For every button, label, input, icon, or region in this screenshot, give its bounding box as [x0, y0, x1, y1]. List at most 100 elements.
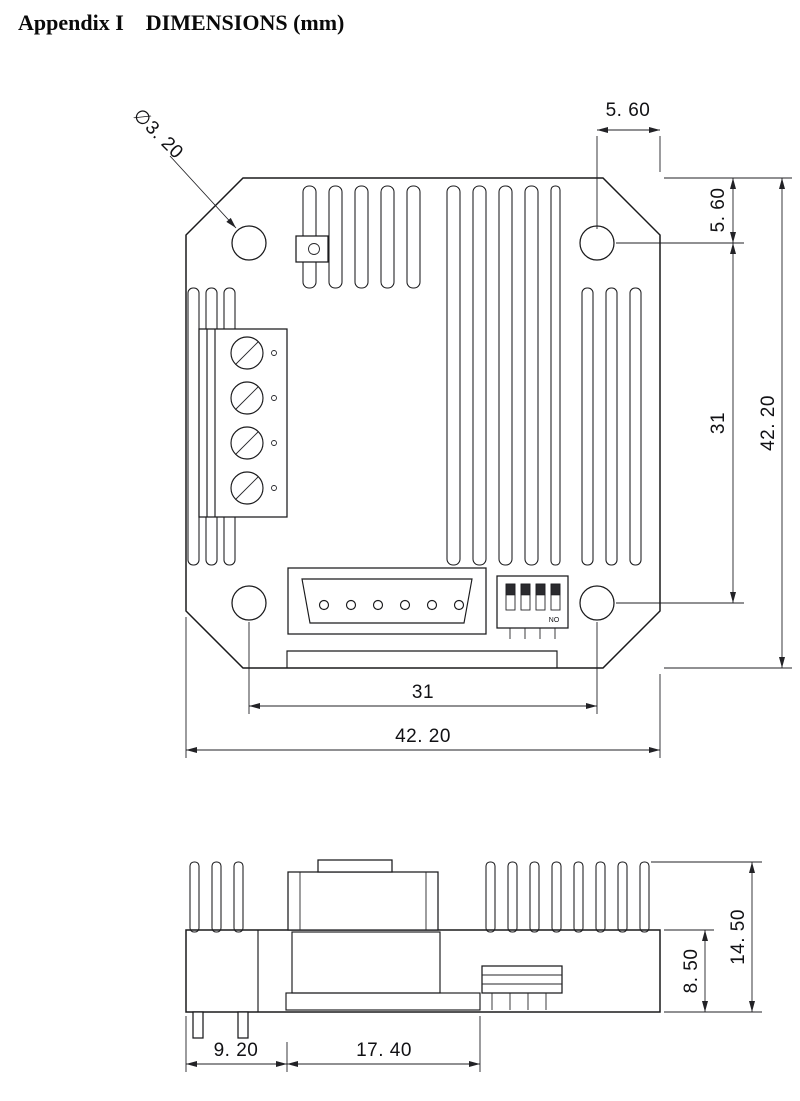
- dim-label-hole-diameter: ∅3. 20: [129, 105, 188, 164]
- heatsink-fin: [573, 861, 584, 933]
- dip-switch: ON: [496, 575, 569, 639]
- side-body: [185, 929, 661, 1013]
- side-heatsink-fins: [189, 861, 650, 933]
- heatsink-fin: [595, 861, 606, 933]
- dim-side-overall-height: 14. 50: [651, 861, 762, 1013]
- heatsink-fin: [328, 185, 343, 289]
- connector-pin: [318, 599, 330, 611]
- terminal-leg: [237, 1011, 249, 1039]
- heatsink-fin: [617, 861, 628, 933]
- connector-shroud: [301, 578, 473, 624]
- side-connector: [285, 859, 481, 1011]
- heatsink-fins-right: [581, 287, 642, 566]
- small-component: [295, 235, 329, 263]
- connector-pin: [426, 599, 438, 611]
- heatsink-fin: [581, 287, 594, 566]
- heatsink-fin: [189, 861, 200, 933]
- screw-slot: [235, 431, 259, 455]
- screw-terminal: [230, 381, 264, 415]
- dim-hole-spacing-horizontal: 31: [248, 622, 598, 714]
- dim-label-overall-height: 42. 20: [758, 395, 779, 451]
- page-title: Appendix I DIMENSIONS (mm): [18, 10, 345, 35]
- terminal-pin-hole: [271, 440, 277, 446]
- connector-pin: [372, 599, 384, 611]
- dim-label-hole-spacing-horizontal: 31: [412, 682, 434, 703]
- dim-label-side-hole-offset: 5. 60: [708, 188, 729, 233]
- dim-top-hole-offset: 5. 60: [596, 100, 661, 229]
- connector-housing-side: [287, 871, 439, 931]
- screw-slot: [235, 476, 259, 500]
- heatsink-fin: [406, 185, 421, 289]
- dip-switch-actuator: [550, 583, 561, 596]
- dim-label-overall-width: 42. 20: [395, 726, 451, 747]
- dim-right-stack: 5. 60 31 42. 20: [616, 177, 792, 669]
- dim-label-terminal-offset: 9. 20: [214, 1040, 259, 1061]
- terminal-leg: [192, 1011, 204, 1039]
- side-view: [185, 859, 661, 1039]
- heatsink-fin: [507, 861, 518, 933]
- heatsink-fin: [529, 861, 540, 933]
- connector-body-side: [291, 931, 441, 994]
- heatsink-fin: [524, 185, 539, 566]
- signal-connector: [287, 567, 487, 635]
- dim-label-connector-width: 17. 40: [356, 1040, 412, 1061]
- plate-outline: [185, 177, 661, 669]
- screw-slot: [235, 386, 259, 410]
- dip-switch-actuator: [520, 583, 531, 596]
- heatsink-fin: [233, 861, 244, 933]
- dim-label-side-overall-height: 14. 50: [728, 909, 749, 965]
- connector-pin: [453, 599, 465, 611]
- heatsink-fin: [446, 185, 461, 566]
- dip-switch-on-label: ON: [549, 615, 560, 622]
- connector-pin: [399, 599, 411, 611]
- connector-pin: [345, 599, 357, 611]
- side-terminal-block: [192, 930, 259, 1039]
- heatsink-fins-center: [446, 185, 561, 566]
- connector-housing-step: [317, 859, 393, 873]
- heatsink-fin: [551, 861, 562, 933]
- small-component-hole: [308, 243, 320, 255]
- mounting-hole: [231, 585, 267, 621]
- terminal-pin-hole: [271, 350, 277, 356]
- leader-line: [169, 155, 237, 229]
- screw-terminal: [230, 471, 264, 505]
- terminal-pin-hole: [271, 395, 277, 401]
- bottom-edge-tab: [286, 650, 558, 668]
- dip-switch-actuator: [505, 583, 516, 596]
- heatsink-fin: [472, 185, 487, 566]
- pin-row: [285, 992, 481, 1011]
- heatsink-fin: [550, 185, 561, 566]
- side-dip-switch: [481, 965, 563, 1010]
- heatsink-fin: [354, 185, 369, 289]
- dim-label-top-hole-offset: 5. 60: [606, 100, 651, 121]
- dim-side-bottom: 9. 20 17. 40: [185, 1016, 481, 1072]
- heatsink-fin: [485, 861, 496, 933]
- heatsink-fins-top-center: [302, 185, 421, 289]
- heatsink-fin: [498, 185, 513, 566]
- terminal-pin-hole: [271, 485, 277, 491]
- dip-switch-side-body: [481, 965, 563, 994]
- terminal-block: [198, 328, 288, 518]
- mounting-hole: [231, 225, 267, 261]
- dim-hole-diameter: ∅3. 20: [129, 105, 237, 229]
- heatsink-fin: [211, 861, 222, 933]
- screw-terminal: [230, 336, 264, 370]
- heatsink-fin: [639, 861, 650, 933]
- heatsink-fin: [187, 287, 200, 566]
- mounting-hole: [579, 225, 615, 261]
- heatsink-fin: [629, 287, 642, 566]
- mounting-hole: [579, 585, 615, 621]
- side-view-dimensions: 14. 50 8. 50 9. 20 17. 40: [185, 861, 762, 1072]
- small-component-body: [295, 235, 329, 263]
- screw-slot: [235, 341, 259, 365]
- dim-overall-width: 42. 20: [185, 617, 661, 758]
- dim-side-body-height: 8. 50: [664, 929, 714, 1012]
- dim-label-side-body-height: 8. 50: [681, 949, 702, 994]
- top-view: ON: [185, 177, 661, 669]
- heatsink-fin: [380, 185, 395, 289]
- heatsink-fin: [605, 287, 618, 566]
- dim-label-hole-spacing-vertical: 31: [708, 412, 729, 434]
- dip-switch-actuator: [535, 583, 546, 596]
